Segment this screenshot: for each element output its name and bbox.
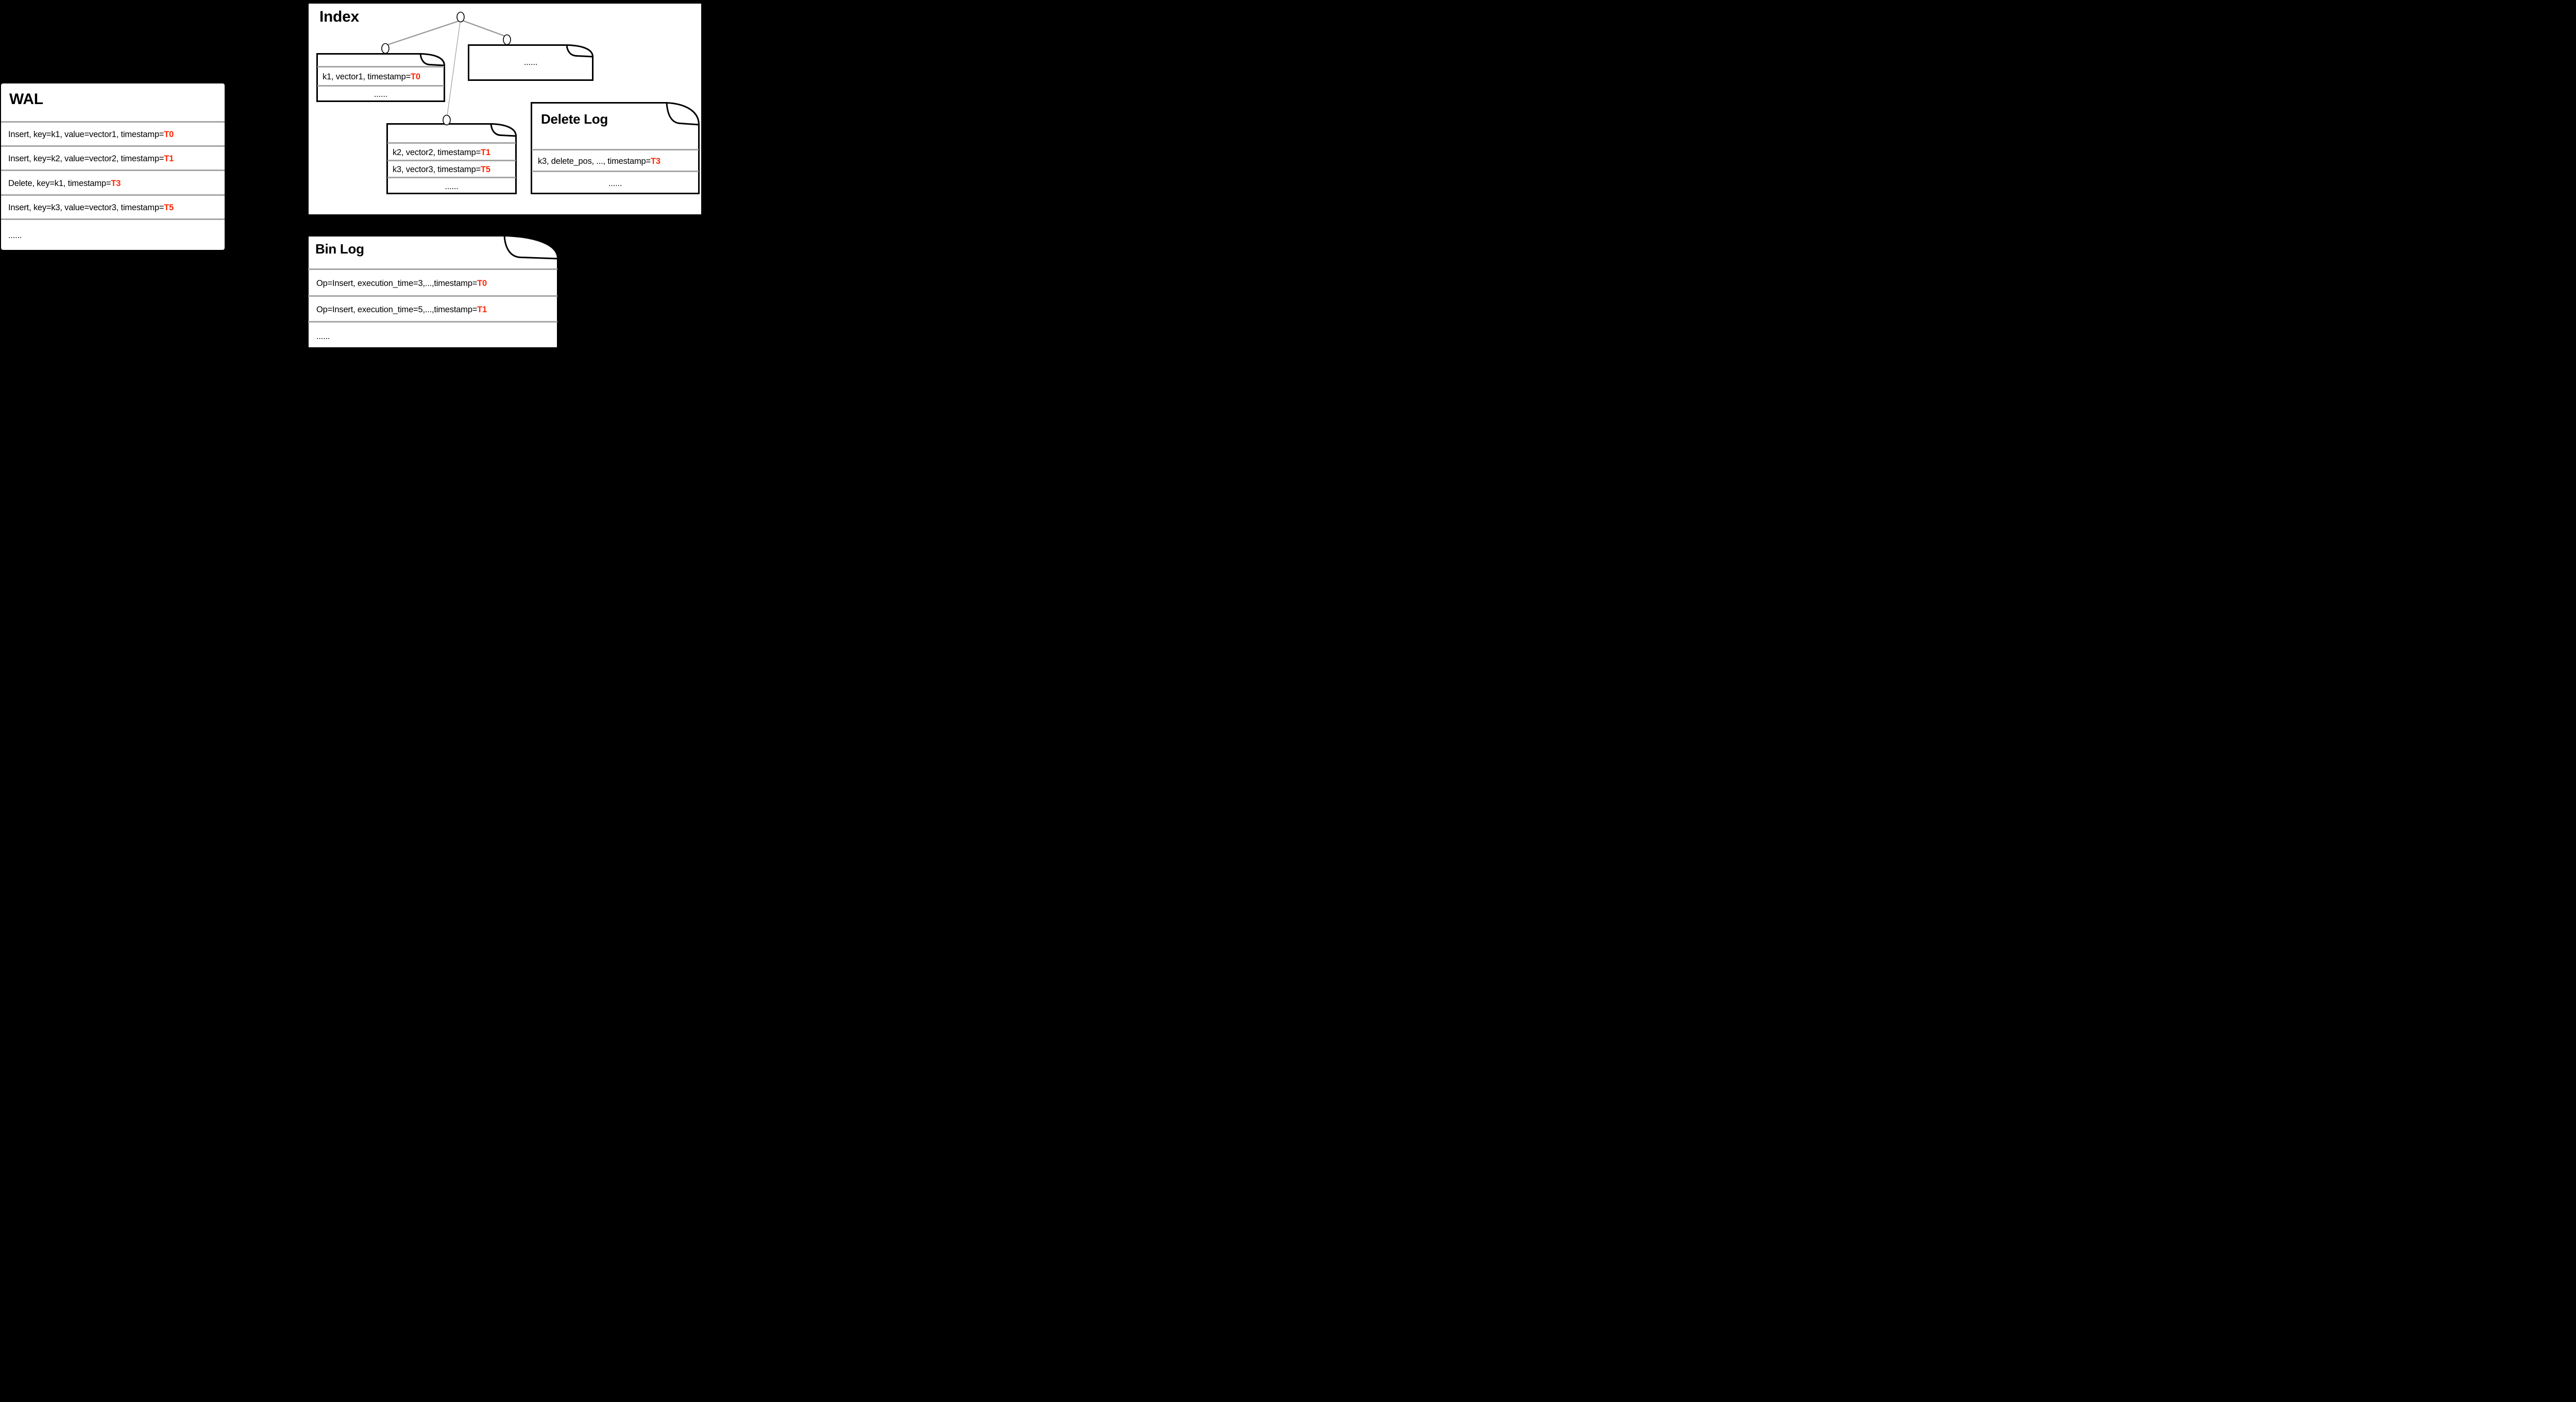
wal-title: WAL xyxy=(9,91,43,108)
segment-row-ellipsis: ...... xyxy=(317,85,444,103)
wal-row-insert-k2: Insert, key=k2, value=vector2, timestamp… xyxy=(1,145,225,171)
document-shape xyxy=(307,235,558,349)
index-segment-3: k2, vector2, timestamp=T1 k3, vector3, t… xyxy=(386,123,517,194)
timestamp-value: T3 xyxy=(650,156,660,166)
timestamp-value: T1 xyxy=(481,147,490,157)
bin-log: Bin Log Op=Insert, execution_time=3,...,… xyxy=(307,235,558,349)
segment-row-ellipsis: ...... xyxy=(387,177,516,195)
folded-corner-icon xyxy=(419,54,445,66)
delete-log-title: Delete Log xyxy=(541,111,608,127)
storage-architecture-diagram: WAL Insert, key=k1, value=vector1, times… xyxy=(0,0,704,350)
document-shape xyxy=(468,44,594,81)
wal-box: WAL Insert, key=k1, value=vector1, times… xyxy=(1,83,225,250)
delete-log-row-ellipsis: ...... xyxy=(532,171,699,195)
delete-log: Delete Log k3, delete_pos, ..., timestam… xyxy=(531,102,700,194)
document-shape xyxy=(316,53,445,102)
document-shape xyxy=(386,123,517,194)
timestamp-value: T0 xyxy=(164,130,174,139)
folded-corner-icon xyxy=(666,103,699,126)
bin-log-row-ellipsis: ...... xyxy=(308,321,557,350)
bin-log-title: Bin Log xyxy=(315,241,364,257)
bin-log-row: Op=Insert, execution_time=3,...,timestam… xyxy=(308,268,557,297)
wal-row-ellipsis: ...... xyxy=(1,218,225,251)
wal-row-delete-k1: Delete, key=k1, timestamp=T3 xyxy=(1,170,225,196)
folded-corner-icon xyxy=(566,45,593,58)
segment-row: k1, vector1, timestamp=T0 xyxy=(317,66,444,87)
index-segment-1: k1, vector1, timestamp=T0 ...... xyxy=(316,53,445,102)
timestamp-value: T1 xyxy=(164,154,174,163)
wal-row-insert-k3: Insert, key=k3, value=vector3, timestamp… xyxy=(1,194,225,220)
timestamp-value: T5 xyxy=(481,165,490,174)
index-segment-2: ...... xyxy=(468,44,594,81)
timestamp-value: T3 xyxy=(111,178,121,188)
timestamp-value: T0 xyxy=(411,72,420,81)
index-title: Index xyxy=(319,8,359,25)
segment-row: k3, vector3, timestamp=T5 xyxy=(387,160,516,178)
segment-row: k2, vector2, timestamp=T1 xyxy=(387,142,516,161)
bin-log-row: Op=Insert, execution_time=5,...,timestam… xyxy=(308,295,557,323)
wal-row-insert-k1: Insert, key=k1, value=vector1, timestamp… xyxy=(1,121,225,147)
segment-row-ellipsis: ...... xyxy=(523,58,538,67)
delete-log-row: k3, delete_pos, ..., timestamp=T3 xyxy=(532,149,699,172)
folded-corner-icon xyxy=(503,235,558,260)
timestamp-value: T0 xyxy=(477,278,487,288)
timestamp-value: T5 xyxy=(164,203,174,212)
timestamp-value: T1 xyxy=(477,305,487,314)
folded-corner-icon xyxy=(490,124,516,137)
